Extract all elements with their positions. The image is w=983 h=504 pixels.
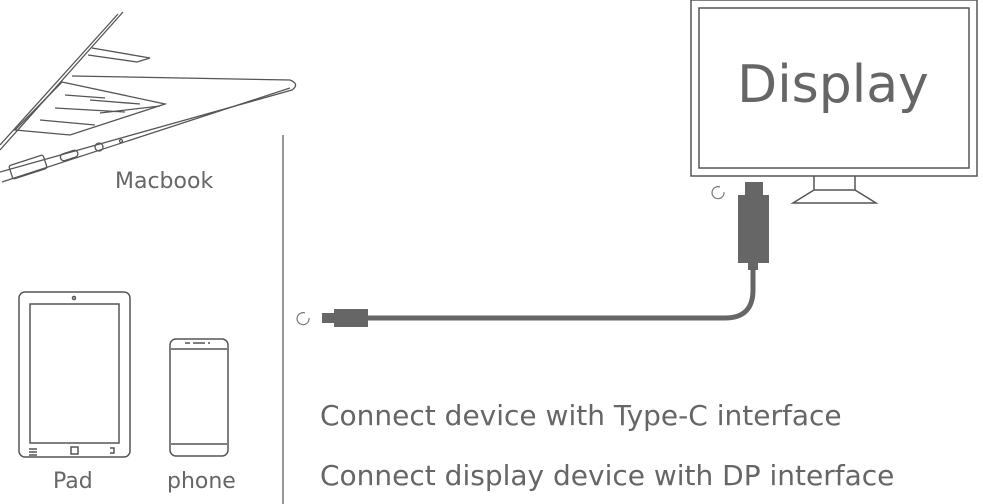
phone-illustration (169, 338, 229, 457)
type-c-connector-tip (322, 313, 335, 323)
pad-illustration (18, 291, 131, 458)
phone-label: phone (167, 469, 236, 494)
caption-type-c: Connect device with Type-C interface (320, 399, 842, 432)
type-c-connector-housing (334, 309, 368, 327)
cable-wire (368, 268, 756, 321)
display-monitor (690, 0, 978, 204)
rotate-icon (296, 186, 725, 326)
caption-dp: Connect display device with DP interface (320, 459, 894, 492)
dp-connector-tip (745, 182, 763, 198)
display-label: Display (737, 55, 929, 115)
pad-label: Pad (53, 469, 93, 494)
dp-connector-housing (738, 195, 769, 263)
usb-c-to-dp-cable (322, 182, 769, 327)
macbook-label: Macbook (115, 169, 213, 194)
macbook-illustration (0, 11, 297, 183)
